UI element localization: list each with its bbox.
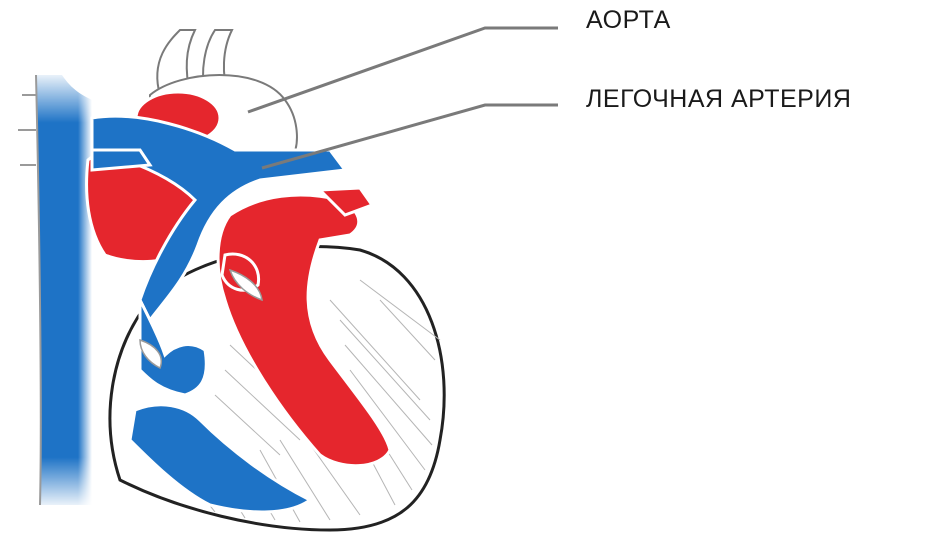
aorta-leader — [248, 28, 558, 112]
pulmonary-artery-label: ЛЕГОЧНАЯ АРТЕРИЯ — [586, 85, 851, 114]
aorta-label: АОРТА — [586, 6, 671, 35]
